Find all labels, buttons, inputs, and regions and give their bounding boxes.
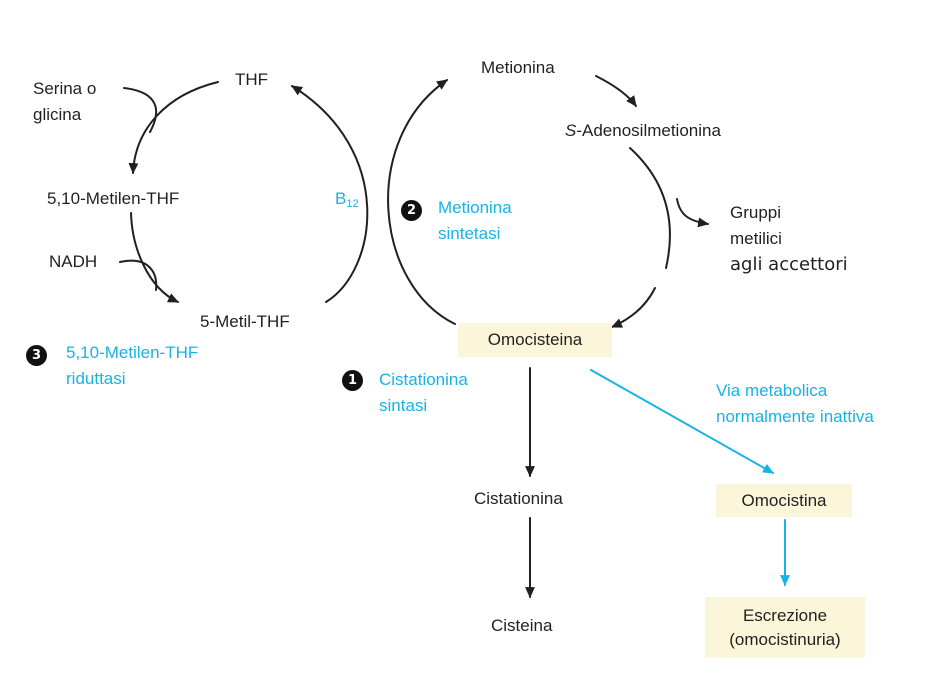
omocisteina-box: Omocisteina [458, 323, 612, 357]
enzyme-1-name-line2: sintasi [379, 396, 428, 415]
enzyme-3-name-line1: 5,10-Metilen-THF [66, 343, 199, 362]
thf-label: THF [235, 70, 269, 89]
cofactor-b12-main: B [335, 189, 347, 208]
escrezione-label-line2: (omocistinuria) [729, 629, 841, 649]
enzyme-3-name-line2: riduttasi [66, 369, 126, 388]
arrow-sam-to-omocisteina [629, 147, 671, 269]
arrow-metilen-to-metil-thf [130, 212, 179, 303]
metionina-label: Metionina [481, 58, 555, 77]
arrow-methyl-output [676, 198, 710, 228]
metil-thf-label: 5-Metil-THF [200, 312, 290, 331]
sam-prefix: S [565, 121, 577, 140]
arrow-omocisteina-to-omocistina [590, 369, 774, 474]
enzyme-1-badge: 1 [342, 370, 363, 391]
pathway-note-line1: Via metabolica [716, 381, 828, 400]
sam-rest: -Adenosilmetionina [576, 121, 721, 140]
arrow-serina-input [123, 87, 158, 133]
gruppi-label-line2: metilici [730, 229, 782, 248]
enzyme-2-name-line1: Metionina [438, 198, 512, 217]
escrezione-label-line1: Escrezione [742, 605, 828, 625]
omocistina-box: Omocistina [716, 484, 852, 517]
gruppi-label-line1: Gruppi [730, 203, 782, 222]
cisteina-label: Cisteina [491, 616, 553, 635]
arrow-thf-to-metilen-thf [128, 81, 219, 175]
arrow-omocisteina-to-metionina [387, 79, 456, 325]
enzyme-1-name-line1: Cistationina [379, 370, 468, 389]
arrow-into-omocisteina [610, 287, 656, 328]
serina-label-line2: glicina [33, 105, 82, 124]
gruppi-label-line3: agli accettori [730, 254, 848, 275]
enzyme-2-name-line2: sintetasi [438, 224, 501, 243]
enzyme-3-badge: 3 [26, 345, 47, 366]
cistationina-label: Cistationina [474, 489, 563, 508]
cofactor-b12: B12 [335, 187, 359, 216]
sam-label: S-Adenosilmetionina [565, 119, 721, 143]
pathway-note-line2: normalmente inattiva [716, 407, 874, 426]
arrow-metionina-to-sam [595, 75, 637, 107]
arrow-nadh-input [119, 259, 158, 291]
enzyme-2-badge: 2 [401, 200, 422, 221]
omocistina-label: Omocistina [741, 490, 827, 510]
nadh-label: NADH [49, 252, 98, 271]
cofactor-b12-sub: 12 [346, 198, 359, 210]
escrezione-box: Escrezione (omocistinuria) [705, 597, 865, 658]
arrow-metil-thf-to-thf [291, 85, 369, 303]
omocisteina-label: Omocisteina [487, 330, 583, 349]
metilen-thf-label: 5,10-Metilen-THF [47, 189, 180, 208]
serina-label-line1: Serina o [33, 79, 97, 98]
